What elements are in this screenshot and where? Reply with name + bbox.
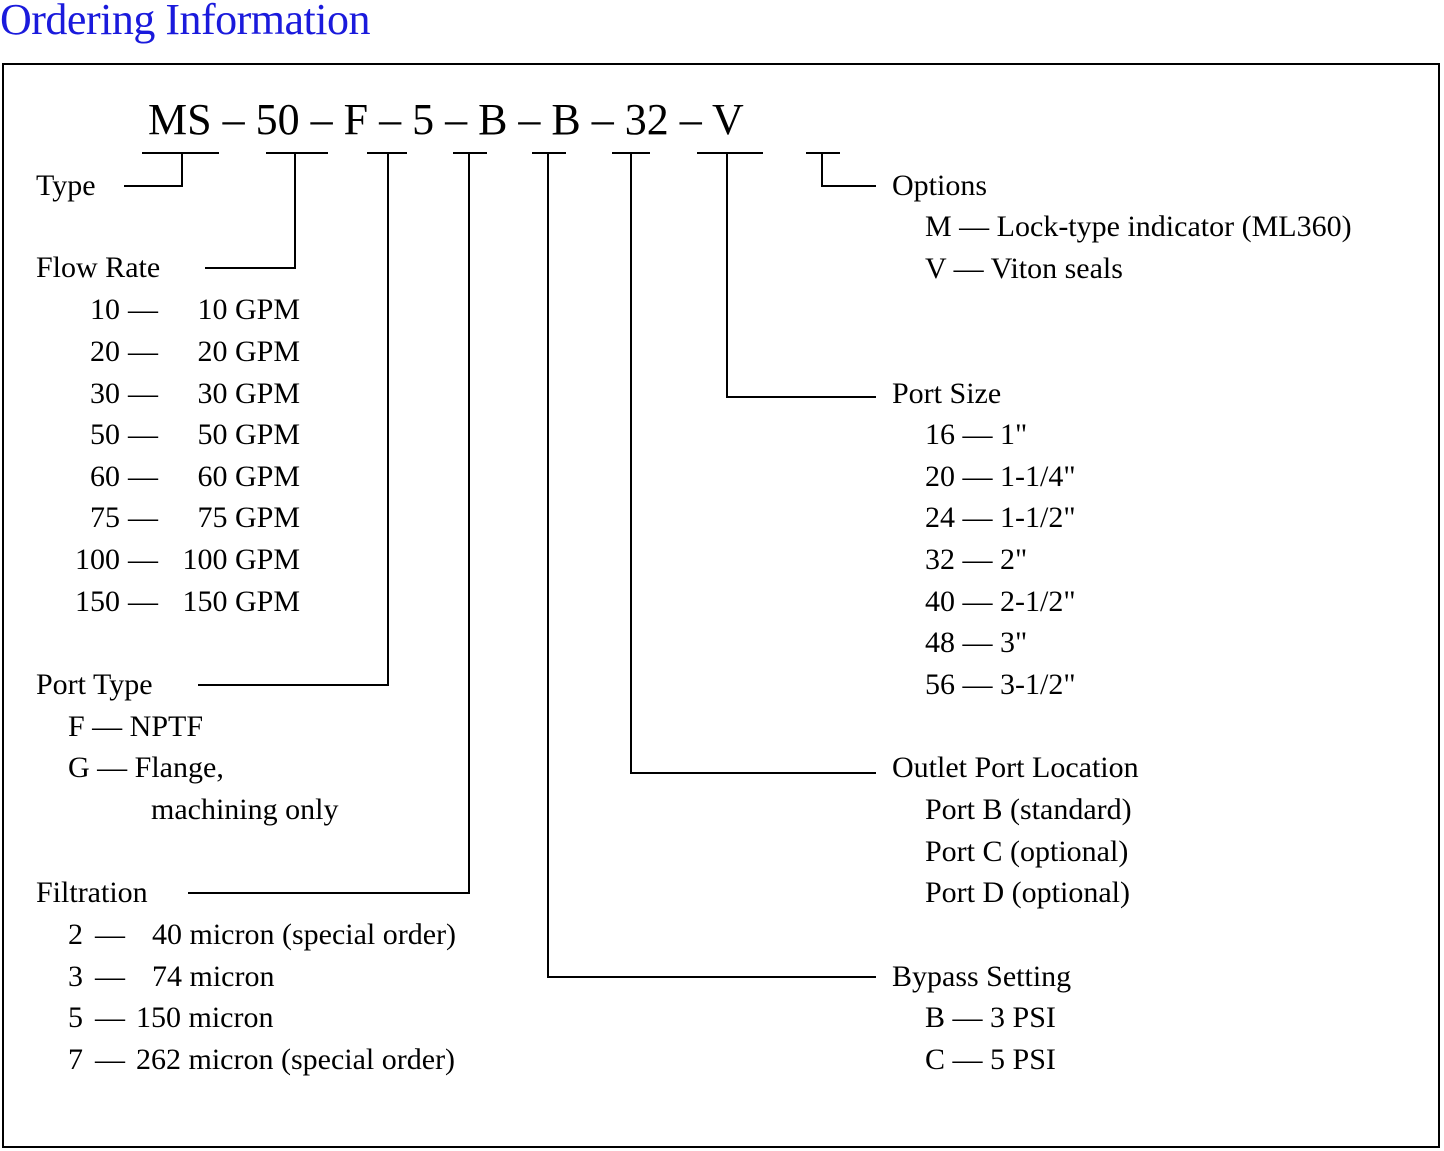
port-size-item: 20 — 1-1/4" (925, 460, 1076, 493)
flow-desc: 10 GPM (197, 293, 300, 326)
flow-code: 30 (90, 377, 120, 410)
options-label: Options (892, 169, 988, 202)
leader-port-size (726, 153, 876, 398)
port-size-item: 56 — 3-1/2" (925, 668, 1076, 701)
flow-rate-label: Flow Rate (36, 251, 161, 284)
flow-sep: — (128, 377, 158, 410)
filtration-desc: 74 micron (152, 960, 275, 993)
port-type-item: F — NPTF (68, 710, 204, 743)
options-item: M — Lock-type indicator (ML360) (925, 210, 1352, 243)
flow-desc: 150 GPM (182, 585, 300, 618)
port-type-label: Port Type (36, 668, 153, 701)
flow-code: 150 (75, 585, 120, 618)
filtration-code: 2 (68, 918, 83, 951)
flow-code: 50 (90, 418, 120, 451)
type-label: Type (36, 169, 96, 202)
leader-type (124, 153, 183, 187)
flow-desc: 30 GPM (197, 377, 300, 410)
filtration-desc: 40 micron (special order) (152, 918, 457, 951)
flow-sep: — (128, 418, 158, 451)
bypass-setting-label: Bypass Setting (892, 960, 1072, 993)
bypass-setting-item: B — 3 PSI (925, 1001, 1056, 1034)
flow-sep: — (128, 501, 158, 534)
page-title: Ordering Information (0, 0, 371, 44)
flow-code: 10 (90, 293, 120, 326)
filtration-desc: 150 micron (136, 1001, 274, 1034)
model-code: MS – 50 – F – 5 – B – B – 32 – V (148, 95, 744, 144)
flow-sep: — (128, 460, 158, 493)
flow-desc: 100 GPM (182, 543, 300, 576)
filtration-sep: — (95, 960, 125, 993)
flow-code: 60 (90, 460, 120, 493)
filtration-label: Filtration (36, 876, 148, 909)
flow-desc: 20 GPM (197, 335, 300, 368)
ordering-diagram-frame (2, 63, 1440, 1148)
port-type-item: machining only (151, 793, 339, 826)
flow-desc: 60 GPM (197, 460, 300, 493)
outlet-port-location-label: Outlet Port Location (892, 751, 1139, 784)
port-size-item: 48 — 3" (925, 626, 1028, 659)
leader-bypass-setting (547, 153, 876, 978)
outlet-port-item: Port D (optional) (925, 876, 1130, 909)
port-size-label: Port Size (892, 377, 1002, 410)
outlet-port-item: Port B (standard) (925, 793, 1132, 826)
flow-sep: — (128, 335, 158, 368)
flow-code: 100 (75, 543, 120, 576)
filtration-code: 3 (68, 960, 83, 993)
filtration-code: 7 (68, 1043, 83, 1076)
flow-code: 75 (90, 501, 120, 534)
flow-code: 20 (90, 335, 120, 368)
port-size-item: 32 — 2" (925, 543, 1028, 576)
leader-outlet-port (630, 153, 876, 774)
options-item: V — Viton seals (925, 252, 1123, 285)
port-type-item: G — Flange, (68, 751, 224, 784)
port-size-item: 16 — 1" (925, 418, 1028, 451)
port-size-item: 40 — 2-1/2" (925, 585, 1076, 618)
flow-sep: — (128, 543, 158, 576)
flow-sep: — (128, 585, 158, 618)
flow-desc: 75 GPM (197, 501, 300, 534)
flow-desc: 50 GPM (197, 418, 300, 451)
outlet-port-item: Port C (optional) (925, 835, 1129, 868)
flow-sep: — (128, 293, 158, 326)
filtration-code: 5 (68, 1001, 83, 1034)
filtration-desc: 262 micron (special order) (136, 1043, 456, 1076)
leader-flow-rate (205, 153, 296, 269)
filtration-sep: — (95, 1001, 125, 1034)
leader-port-type (198, 153, 389, 686)
filtration-sep: — (95, 918, 125, 951)
port-size-item: 24 — 1-1/2" (925, 501, 1076, 534)
leader-filtration (188, 153, 470, 894)
bypass-setting-item: C — 5 PSI (925, 1043, 1056, 1076)
filtration-sep: — (95, 1043, 125, 1076)
leader-options (821, 153, 876, 187)
